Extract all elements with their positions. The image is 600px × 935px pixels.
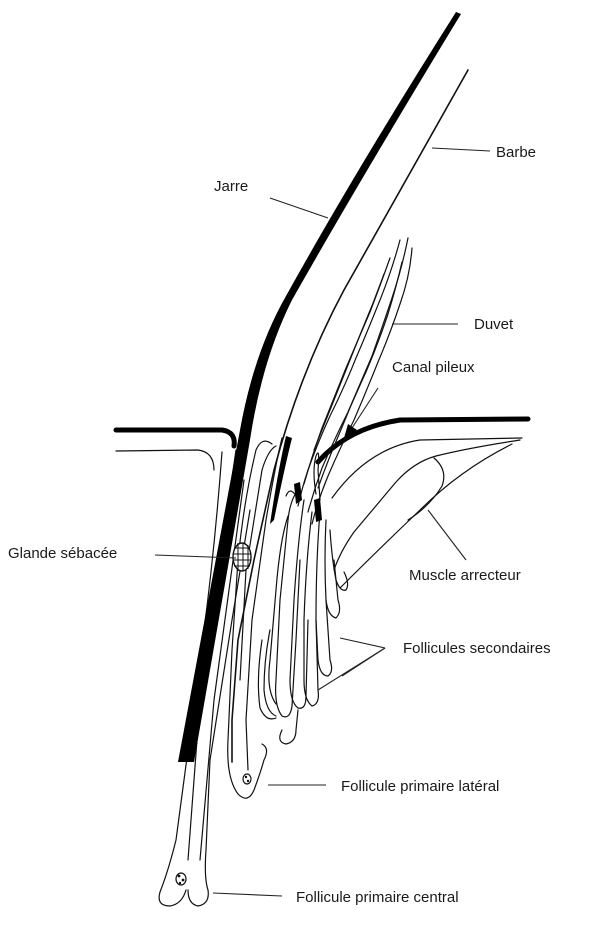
label-muscle-arrecteur: Muscle arrecteur xyxy=(409,567,521,584)
secondary-shaft-black xyxy=(294,482,302,504)
secondaires-leader-3 xyxy=(318,648,385,690)
label-barbe: Barbe xyxy=(496,144,536,161)
secondaires-leader-1 xyxy=(340,638,385,648)
barbe-shaft xyxy=(232,70,468,762)
label-follicule-primaire-central: Follicule primaire central xyxy=(296,889,459,906)
label-follicules-secondaires: Follicules secondaires xyxy=(403,640,551,657)
label-follicule-primaire-lateral: Follicule primaire latéral xyxy=(341,778,499,795)
label-canal-pileux: Canal pileux xyxy=(392,359,475,376)
barbe-leader xyxy=(432,148,490,151)
duvet-fibres xyxy=(298,238,412,524)
secondary-shaft-black-2 xyxy=(314,498,322,522)
secondary-follicles xyxy=(258,453,347,744)
jarre-leader xyxy=(270,198,328,218)
central-leader xyxy=(213,893,282,896)
skin-inner-right xyxy=(332,438,522,498)
skin-inner-left xyxy=(116,450,214,470)
lateral-papilla xyxy=(243,774,251,784)
sebaceous-gland xyxy=(233,543,251,571)
label-jarre: Jarre xyxy=(214,178,248,195)
label-duvet: Duvet xyxy=(474,316,514,333)
muscle-leader xyxy=(428,510,466,560)
label-glande-sebacee: Glande sébacée xyxy=(8,545,117,562)
central-follicle-outer-left xyxy=(159,452,222,906)
skin-surface-left xyxy=(116,430,234,446)
